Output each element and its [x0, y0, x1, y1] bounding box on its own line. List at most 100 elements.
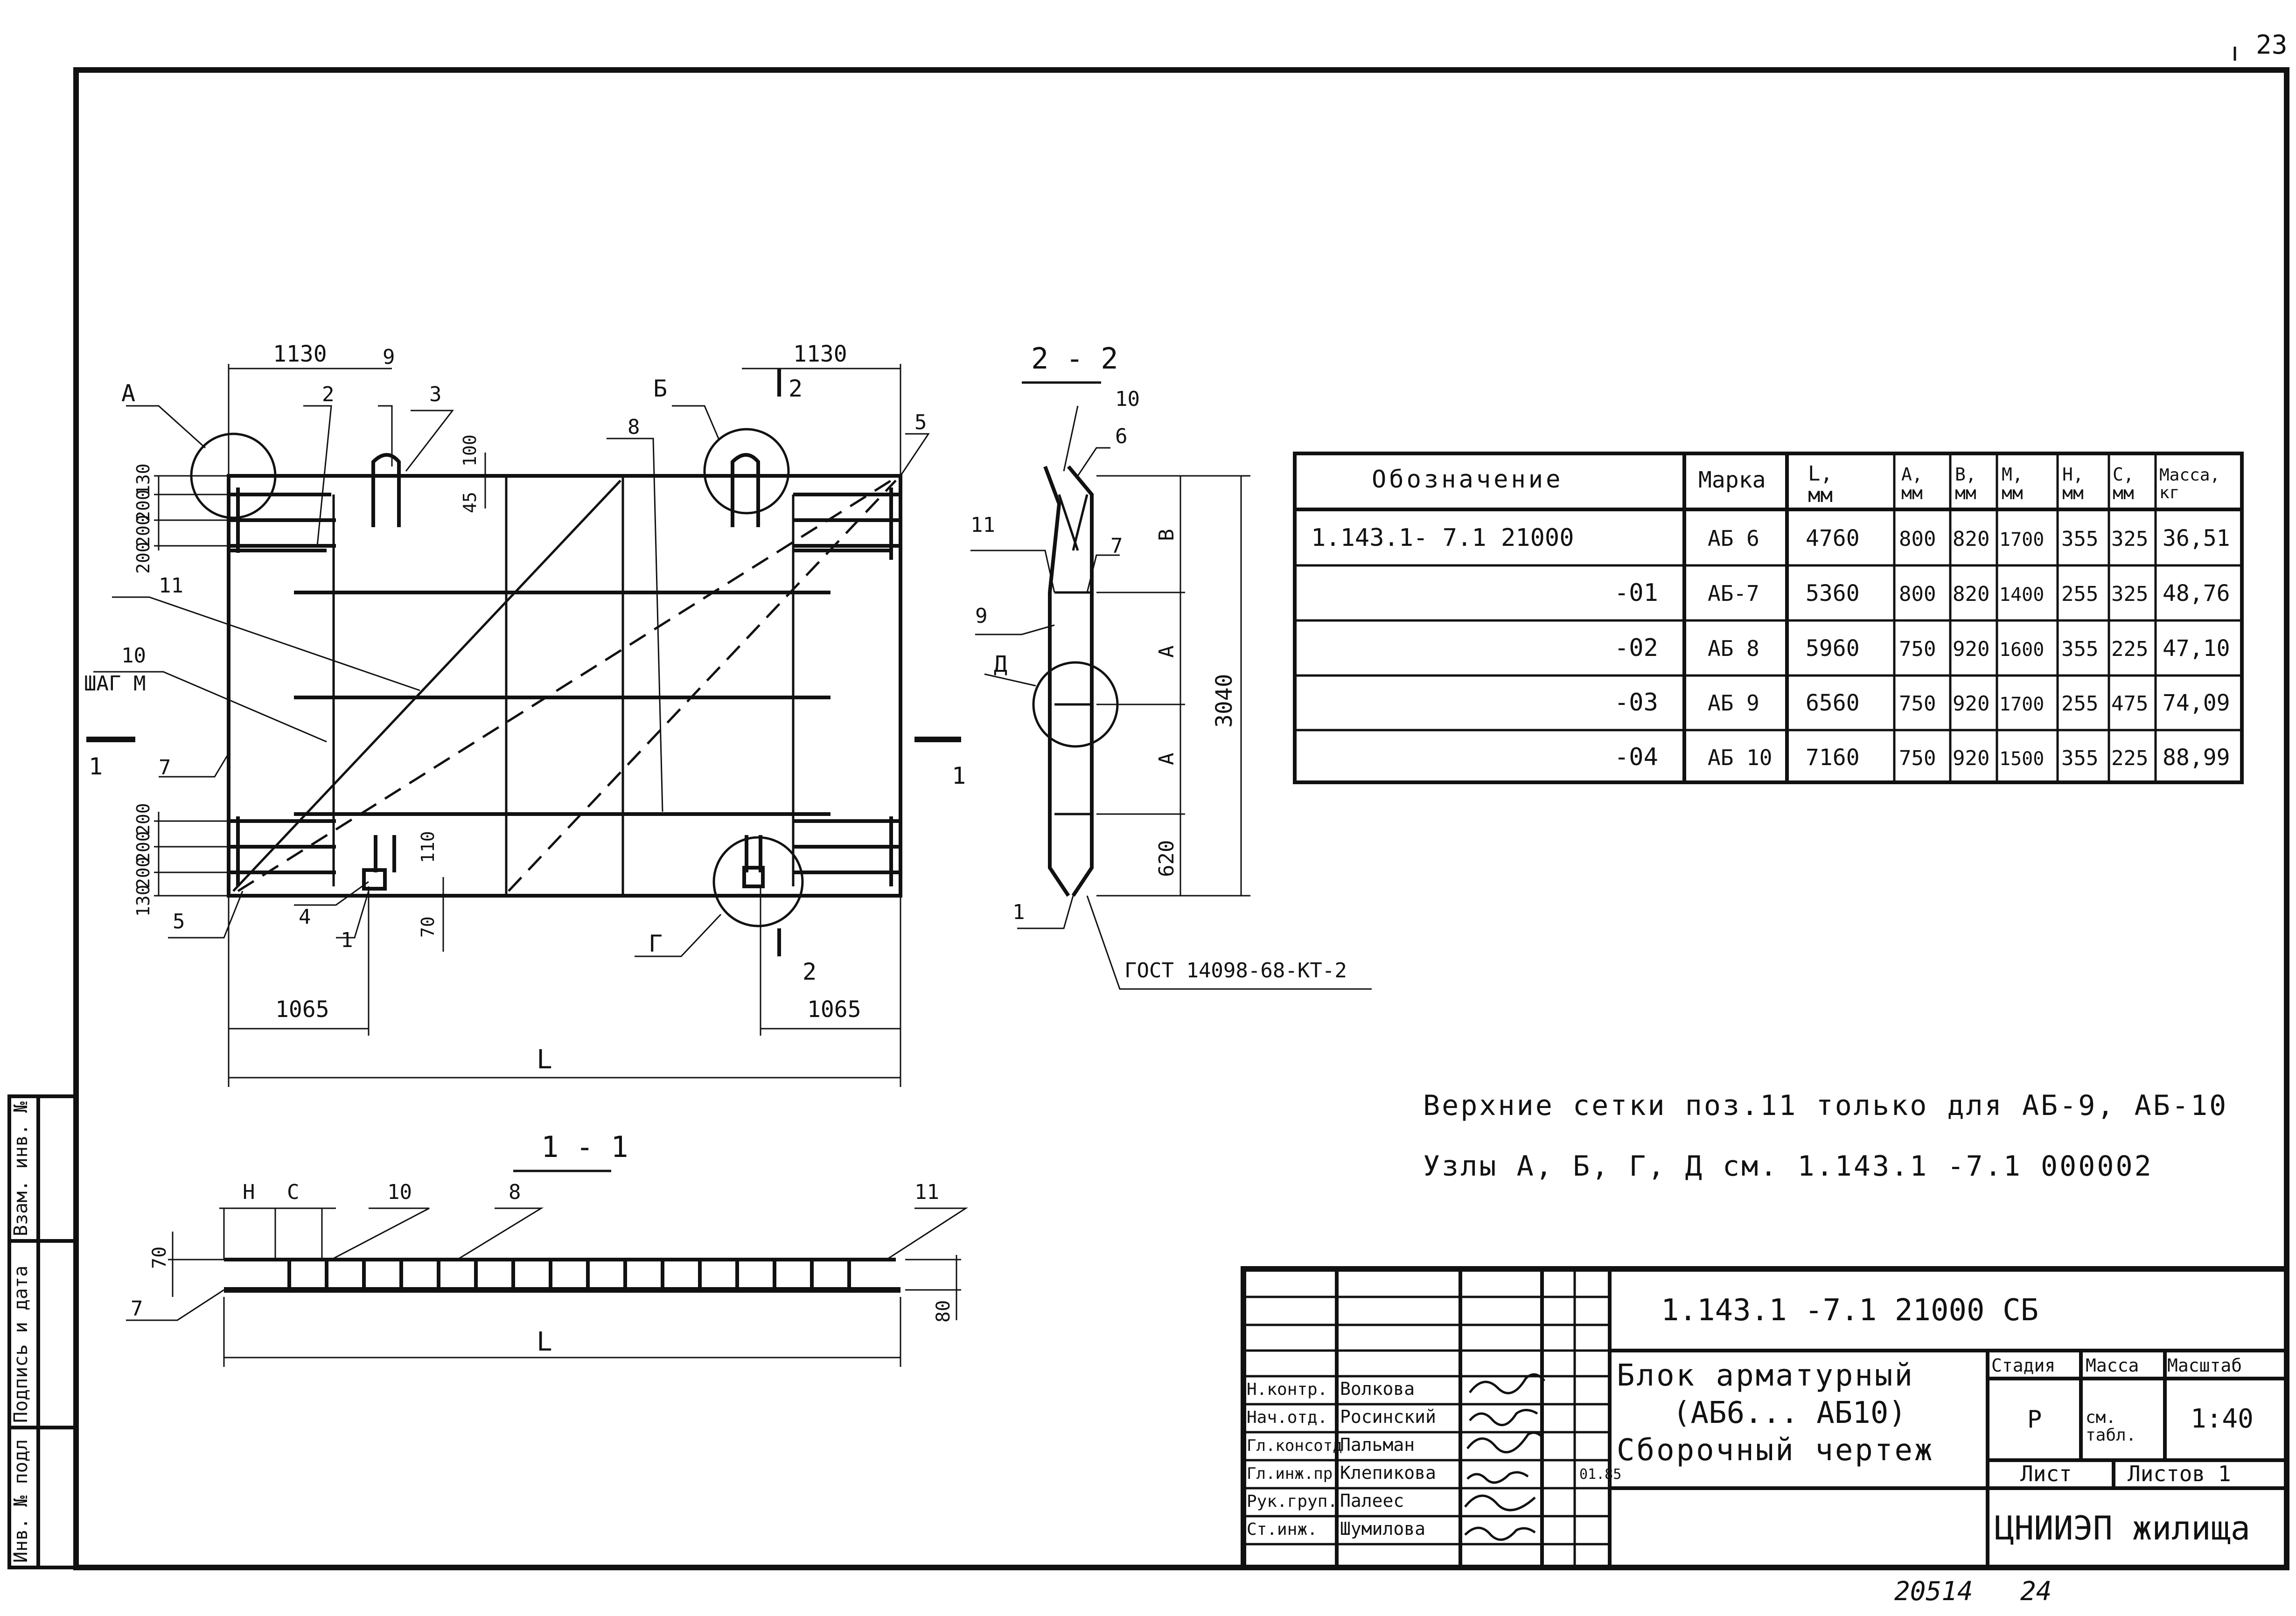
table-row: -03 АБ 9 6560 750 920 1700 255 475 74,09: [1614, 689, 2230, 717]
table-cell-designation: -01: [1614, 579, 1658, 607]
plan-view: [86, 364, 961, 1087]
table-cell-c: 225: [2111, 746, 2148, 770]
plan-pos-11: 11: [159, 574, 183, 598]
plan-dim-left-7: 200: [133, 857, 154, 889]
table-header-mass: Масса,кг: [2159, 466, 2220, 502]
plan-pos-7: 7: [159, 756, 171, 780]
section-2-2-pos-11: 11: [970, 513, 995, 537]
title-date: 01.85: [1579, 1466, 1621, 1483]
table-cell-b: 820: [1953, 582, 1989, 606]
spec-table: [1293, 452, 2244, 784]
section-1-1-dim-l: L: [537, 1327, 552, 1357]
table-cell-l: 5960: [1806, 635, 1860, 662]
section-2-2-pos-9: 10: [1115, 387, 1140, 411]
plan-dim-loop-100: 100: [460, 434, 480, 467]
section-1-1: [126, 1170, 969, 1367]
plan-pos-8: 8: [628, 415, 640, 439]
title-mass-head: Масса: [2086, 1355, 2139, 1376]
table-header-mark: Марка: [1698, 467, 1766, 493]
signer-name-2: Росинский: [1340, 1407, 1436, 1427]
section-1-1-pos-8: 8: [509, 1180, 521, 1204]
title-scale: 1:40: [2191, 1404, 2254, 1434]
plan-node-b: Б: [653, 375, 667, 402]
section-1-1-dim-70: 70: [149, 1247, 170, 1269]
table-cell-mass: 88,99: [2163, 745, 2230, 771]
handwritten-number: 20514: [1894, 1576, 1973, 1607]
table-header-b: В,мм: [1955, 464, 1976, 503]
title-scale-head: Масштаб: [2167, 1355, 2242, 1376]
section-1-1-pos-11: 11: [914, 1180, 939, 1204]
table-cell-a: 800: [1899, 582, 1936, 606]
table-row: 1.143.1- 7.1 21000 АБ 6 4760 800 820 170…: [1311, 524, 2230, 552]
signer-name-4: Клепикова: [1340, 1463, 1436, 1483]
table-cell-m: 1700: [1999, 529, 2044, 550]
plan-dim-left-5: 200: [133, 803, 154, 835]
plan-dim-110: 110: [418, 831, 438, 863]
plan-dim-70: 70: [418, 916, 438, 938]
title-stage-head: Стадия: [1991, 1355, 2055, 1376]
plan-dim-left-1: 130: [133, 463, 154, 495]
plan-dim-bottom-left: 1065: [275, 996, 329, 1023]
plan-dim-top-left: 1130: [273, 341, 327, 367]
table-cell-mass: 47,10: [2163, 635, 2230, 662]
side-stamp: [7, 1094, 78, 1569]
table-header-h: Н,мм: [2062, 464, 2084, 503]
title-org: ЦНИИЭП жилища: [1995, 1509, 2250, 1547]
title-name-1: Блок арматурный: [1617, 1358, 1914, 1393]
section-1-1-c: С: [287, 1180, 300, 1204]
table-cell-c: 325: [2111, 582, 2148, 606]
table-cell-c: 475: [2111, 692, 2148, 716]
title-sheet: Лист: [2020, 1461, 2072, 1486]
signer-name-1: Волкова: [1340, 1379, 1415, 1399]
title-sheets: Листов 1: [2128, 1461, 2231, 1486]
section-1-1-title: 1 - 1: [541, 1130, 628, 1164]
section-1-1-pos-7: 7: [131, 1297, 143, 1321]
table-header-l: L,мм: [1808, 462, 1833, 507]
signer-role-2: Нач.отд.: [1247, 1408, 1327, 1427]
plan-node-a: А: [121, 380, 135, 407]
table-cell-mass: 74,09: [2163, 690, 2230, 716]
plan-section-2-top: 2: [789, 375, 803, 402]
signatures: [1464, 1373, 1545, 1541]
plan-dim-left-8: 130: [133, 885, 154, 917]
table-cell-h: 355: [2061, 637, 2098, 661]
plan-label-shag: ШАГ М: [84, 672, 146, 696]
table-cell-designation: 1.143.1- 7.1 21000: [1311, 524, 1574, 552]
plan-pos-2: 2: [322, 383, 335, 406]
note-2: Узлы А, Б, Г, Д см. 1.143.1 -7.1 000002: [1423, 1150, 2153, 1183]
title-name-2: (АБ6... АБ10): [1673, 1396, 1906, 1430]
handwritten-number-2: 24: [2020, 1576, 2052, 1607]
table-cell-designation: -02: [1614, 634, 1658, 662]
plan-pos-9: 9: [383, 345, 395, 369]
section-2-2-dim-total: 3040: [1211, 674, 1237, 728]
table-row: -01 АБ-7 5360 800 820 1400 255 325 48,76: [1614, 579, 2230, 607]
table-cell-a: 750: [1899, 746, 1936, 770]
table-row: -02 АБ 8 5960 750 920 1600 355 225 47,10: [1614, 634, 2230, 662]
table-cell-m: 1700: [1999, 694, 2044, 715]
section-2-2-pos-10: 9: [975, 604, 988, 628]
plan-pos-3: 4: [299, 905, 311, 929]
plan-section-1-left: 1: [89, 753, 103, 780]
signer-role-4: Гл.инж.пр.: [1247, 1464, 1342, 1483]
note-1: Верхние сетки поз.11 только для АБ-9, АБ…: [1423, 1089, 2228, 1122]
table-cell-b: 820: [1953, 527, 1989, 551]
table-header-designation: Обозначение: [1372, 466, 1563, 494]
plan-node-g: Г: [649, 930, 663, 957]
table-cell-b: 920: [1953, 746, 1989, 770]
table-cell-m: 1600: [1999, 639, 2044, 661]
section-2-2-pos-1: 1: [1012, 900, 1025, 924]
signer-name-5: Палеес: [1340, 1491, 1404, 1511]
signer-name-3: Пальман: [1340, 1435, 1415, 1455]
section-1-1-h: Н: [243, 1180, 255, 1204]
table-cell-designation: -03: [1614, 689, 1658, 717]
side-stamp-sign: Подпись и дата: [10, 1266, 32, 1423]
section-2-2-gost: ГОСТ 14098-68-КТ-2: [1124, 959, 1347, 982]
signer-role-6: Ст.инж.: [1247, 1520, 1318, 1539]
plan-dim-left-4: 200: [133, 542, 154, 574]
table-cell-b: 920: [1953, 692, 1989, 716]
table-cell-mark: АБ 6: [1708, 526, 1759, 551]
plan-dim-left-2: 200: [133, 489, 154, 522]
section-2-2-dim-a1: А: [1155, 646, 1179, 658]
plan-dim-left-6: 200: [133, 831, 154, 863]
